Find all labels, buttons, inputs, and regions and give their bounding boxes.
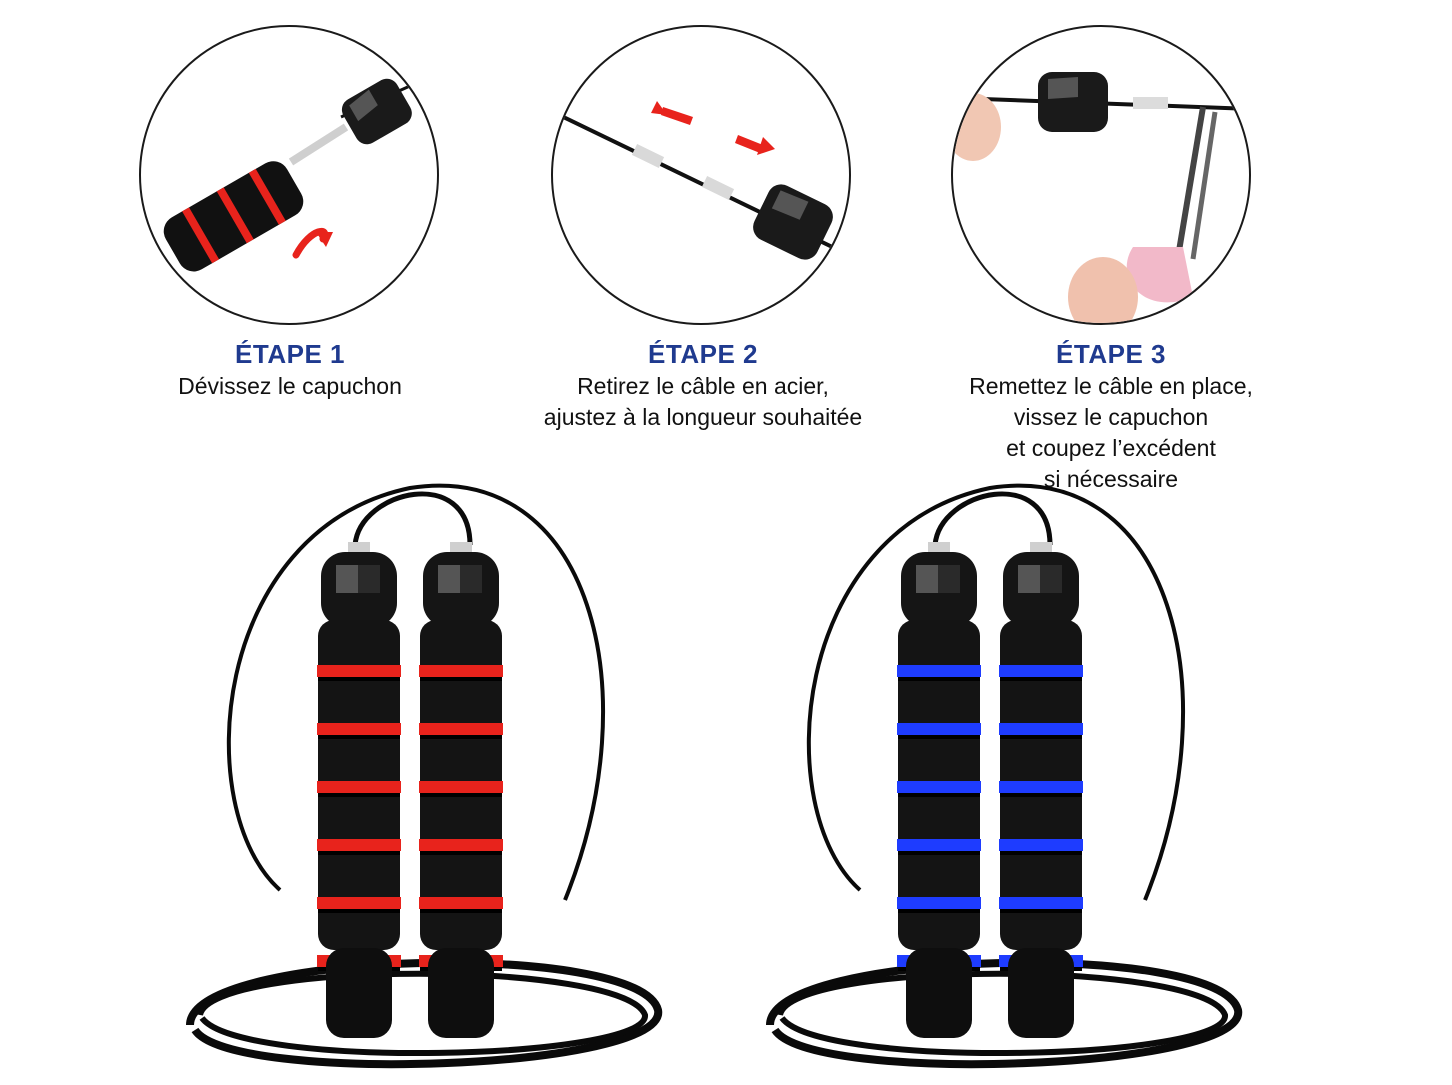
step-3-title: ÉTAPE 3 — [1056, 339, 1166, 369]
step-2-title: ÉTAPE 2 — [648, 339, 758, 369]
step-2-description: Retirez le câble en acier, ajustez à la … — [513, 371, 893, 433]
step-1-title: ÉTAPE 1 — [235, 339, 345, 369]
rope-cable — [777, 970, 1228, 1057]
rope-handle — [999, 542, 1083, 1038]
step-2-line-2: ajustez à la longueur souhaitée — [543, 404, 863, 430]
step-3-caption: ÉTAPE 3 Remettez le câble en place, viss… — [921, 339, 1301, 495]
rope-cable — [226, 483, 606, 901]
rope-handle — [317, 542, 401, 1038]
rope-handle — [419, 542, 503, 1038]
jump-rope-graphic — [186, 483, 663, 1069]
step-1-line-1: Dévissez le capuchon — [178, 373, 402, 399]
rope-cable — [352, 491, 473, 546]
rope-cable — [186, 958, 663, 1069]
jump-rope-graphic — [766, 483, 1243, 1069]
rope-cable — [766, 958, 1243, 1069]
step-3-illustration — [951, 25, 1251, 325]
step-1-illustration — [139, 25, 439, 325]
jump-rope-red-image — [170, 470, 690, 1085]
rope-cable — [806, 483, 1186, 901]
jump-rope-blue-image — [750, 470, 1270, 1085]
step-3-description: Remettez le câble en place, vissez le ca… — [921, 371, 1301, 495]
step-3-line-1: Remettez le câble en place, — [969, 373, 1253, 399]
rope-cable — [932, 491, 1053, 546]
step-3-line-2: vissez le capuchon — [1013, 404, 1209, 430]
step-2-illustration — [551, 25, 851, 325]
rope-cable — [197, 970, 648, 1057]
step-2-caption: ÉTAPE 2 Retirez le câble en acier, ajust… — [513, 339, 893, 433]
step-2-line-1: Retirez le câble en acier, — [577, 373, 829, 399]
step-1-caption: ÉTAPE 1 Dévissez le capuchon — [100, 339, 480, 402]
step-3-line-3: et coupez l’excédent — [1006, 435, 1216, 461]
rope-handle — [897, 542, 981, 1038]
step-3-line-4: si nécessaire — [1043, 466, 1179, 492]
step-1-description: Dévissez le capuchon — [100, 371, 480, 402]
